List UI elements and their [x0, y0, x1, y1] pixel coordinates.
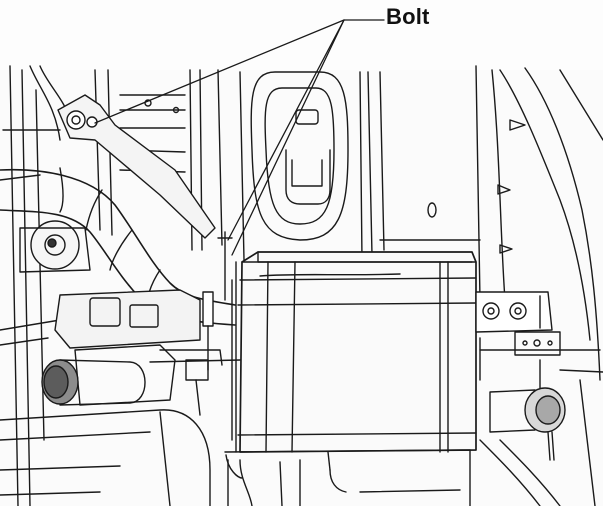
lower-floor — [0, 409, 211, 506]
knob — [489, 359, 566, 461]
right-lower-frame — [479, 349, 603, 506]
lower-left-mechanism — [54, 289, 241, 406]
pulley-housing — [19, 220, 91, 273]
canister-base — [224, 449, 471, 506]
callout-leaders — [94, 19, 385, 256]
canister-box — [231, 251, 477, 453]
bolt-callout-label: Bolt — [386, 4, 430, 29]
oval-aperture — [239, 71, 363, 261]
cylinder-cap — [41, 359, 146, 406]
upper-left-bracket — [57, 94, 216, 239]
right-bracket — [475, 291, 561, 381]
left-frame — [0, 65, 71, 506]
right-upper-panel — [367, 65, 603, 381]
